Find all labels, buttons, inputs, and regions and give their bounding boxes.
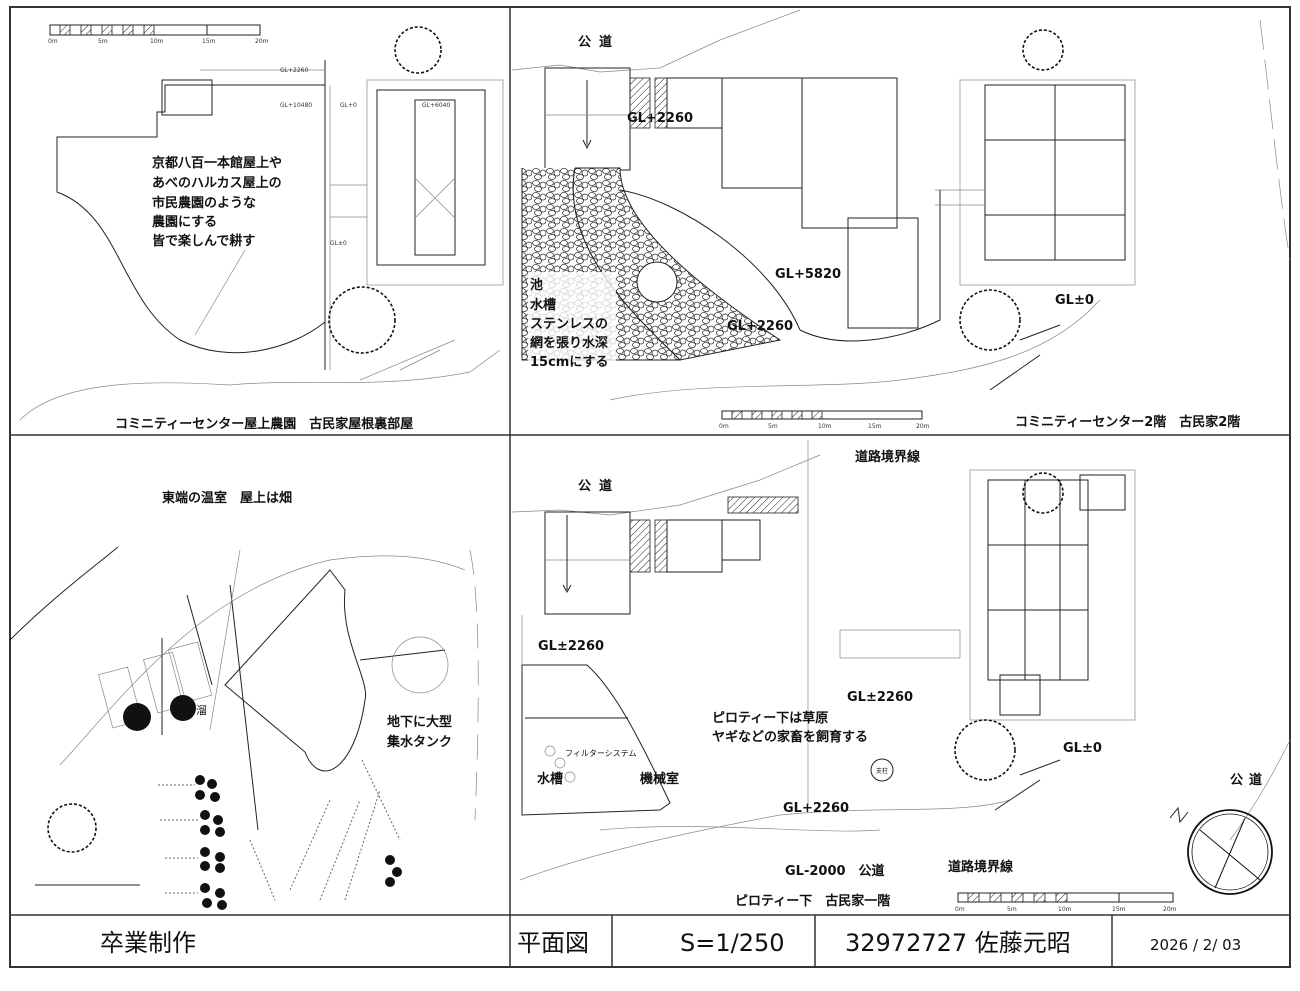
pillar-icon [870, 758, 894, 782]
north-arrow-icon [1169, 806, 1273, 895]
tree-icon [170, 695, 196, 721]
dotted-rows [158, 759, 401, 901]
note-line: ステンレスの [530, 317, 608, 332]
student-name: 32972727 佐藤元昭 [845, 929, 1071, 957]
panel-caption: コミニティーセンター2階 古民家2階 [1015, 414, 1240, 430]
room-label: フィルターシステム [565, 749, 636, 758]
road-label: 公道 [1230, 772, 1268, 788]
minka-first-floor [987, 479, 1089, 681]
level-label: GL+6040 [422, 102, 450, 109]
scale-label: 20m [255, 38, 269, 45]
boundary-label: 道路境界線 [948, 859, 1014, 875]
note-line: 市民農園のような [152, 195, 256, 211]
note-line: 京都八百一本館屋上や [152, 155, 282, 171]
pond-note: 池 水槽 ステンレスの 網を張り水深 15cmにする [528, 272, 616, 370]
note-line: 地下に大型 [387, 714, 452, 730]
road-label: 公道 [578, 478, 620, 494]
level-label: GL+2260 [627, 111, 693, 126]
field-rows [195, 775, 402, 910]
panel-greenhouse: 溜 東端の温室 屋上は畑 地下に大型 集水タンク [9, 490, 479, 910]
level-label: GL±2260 [847, 690, 913, 705]
level-label: GL+2260 [783, 801, 849, 816]
project-title: 卒業制作 [100, 929, 196, 957]
note-line: ピロティー下は草原 [712, 710, 828, 726]
scale-label: 20m [1163, 906, 1177, 913]
tree-icon [328, 286, 396, 354]
scale-bar: 0m 5m 10m 15m 20m [48, 24, 269, 45]
panel-first-floor: 0m 5m 10m 15m 20m 道路境界線 公道 GL±2260 GL±22… [511, 440, 1291, 913]
note-line: 農園にする [152, 214, 217, 230]
scale-label: 15m [202, 38, 216, 45]
pillar-label: 支柱 [876, 767, 888, 775]
scale-label: 10m [150, 38, 164, 45]
stair-core [161, 79, 213, 116]
date: 2026 / 2/ 03 [1150, 936, 1241, 954]
scale-label: 15m [868, 423, 882, 430]
level-label: GL±0 [1063, 741, 1102, 756]
level-label: GL±2260 [538, 639, 604, 654]
panel-caption: コミニティーセンター屋上農園 古民家屋根裏部屋 [115, 416, 413, 432]
tree-icon [47, 803, 97, 853]
roof-garden-note: 京都八百一本館屋上や あべのハルカス屋上の 市民農園のような 農園にする 皆で楽… [152, 155, 282, 249]
note-line: 水槽 [530, 297, 556, 313]
note-line: 集水タンク [386, 734, 452, 750]
sheet-frame [9, 6, 1291, 968]
level-label: GL+10480 [280, 102, 312, 109]
title-block: 卒業制作 平面図 S=1/250 32972727 佐藤元昭 2026 / 2/… [100, 929, 1241, 957]
tree-icon [1022, 29, 1064, 71]
greenhouse-outline [224, 569, 367, 772]
tree-label: 溜 [196, 703, 207, 717]
level-label: GL±0 [330, 240, 347, 247]
panel-title: 東端の温室 屋上は畑 [162, 490, 292, 506]
machine-room-outline [521, 664, 671, 816]
panel-roof-garden: 0m 5m 10m 15m 20m GL+2260 GL+10480 GL+0 … [19, 24, 504, 432]
scale-label: 5m [1007, 906, 1017, 913]
note-line: 15cmにする [530, 355, 608, 370]
room-label: 機械室 [640, 771, 679, 787]
minka-roof [376, 89, 486, 266]
scale-value: S=1/250 [680, 929, 785, 957]
road-label: GL-2000 公道 [785, 863, 885, 879]
scale-label: 5m [98, 38, 108, 45]
scale-label: 20m [916, 423, 930, 430]
tree-icon [954, 719, 1016, 781]
level-label: GL+0 [340, 102, 357, 109]
roof-outline [56, 84, 326, 354]
tree-icon [394, 26, 442, 74]
level-label: GL±0 [1055, 293, 1094, 308]
scale-label: 5m [768, 423, 778, 430]
scale-label: 0m [955, 906, 965, 913]
level-label: GL+5820 [775, 267, 841, 282]
scale-label: 10m [818, 423, 832, 430]
drawing-type: 平面図 [517, 929, 589, 957]
note-line: ヤギなどの家畜を飼育する [712, 729, 868, 745]
tree-icon [123, 703, 151, 731]
road-label: 公道 [578, 34, 620, 50]
note-line: 網を張り水深 [530, 335, 608, 351]
room-label: 水槽 [537, 771, 563, 787]
level-label: GL+2260 [280, 67, 308, 74]
scale-label: 10m [1058, 906, 1072, 913]
scale-label: 0m [719, 423, 729, 430]
note-line: 池 [530, 277, 543, 293]
tree-icon [959, 289, 1021, 351]
level-label: GL+2260 [727, 319, 793, 334]
note-line: 皆で楽しんで耕す [152, 233, 255, 249]
scale-bar: 0m 5m 10m 15m 20m [955, 892, 1177, 913]
boundary-label: 道路境界線 [855, 449, 921, 465]
note-line: あべのハルカス屋上の [152, 176, 282, 191]
scale-bar: 0m 5m 10m 15m 20m [719, 410, 930, 430]
panel-caption: ピロティー下 古民家一階 [735, 893, 890, 909]
scale-label: 0m [48, 38, 58, 45]
tree-icon [1022, 472, 1064, 514]
panel-second-floor: 0m 5m 10m 15m 20m 公道 GL+2260 GL+5820 GL+… [511, 9, 1291, 430]
scale-label: 15m [1112, 906, 1126, 913]
